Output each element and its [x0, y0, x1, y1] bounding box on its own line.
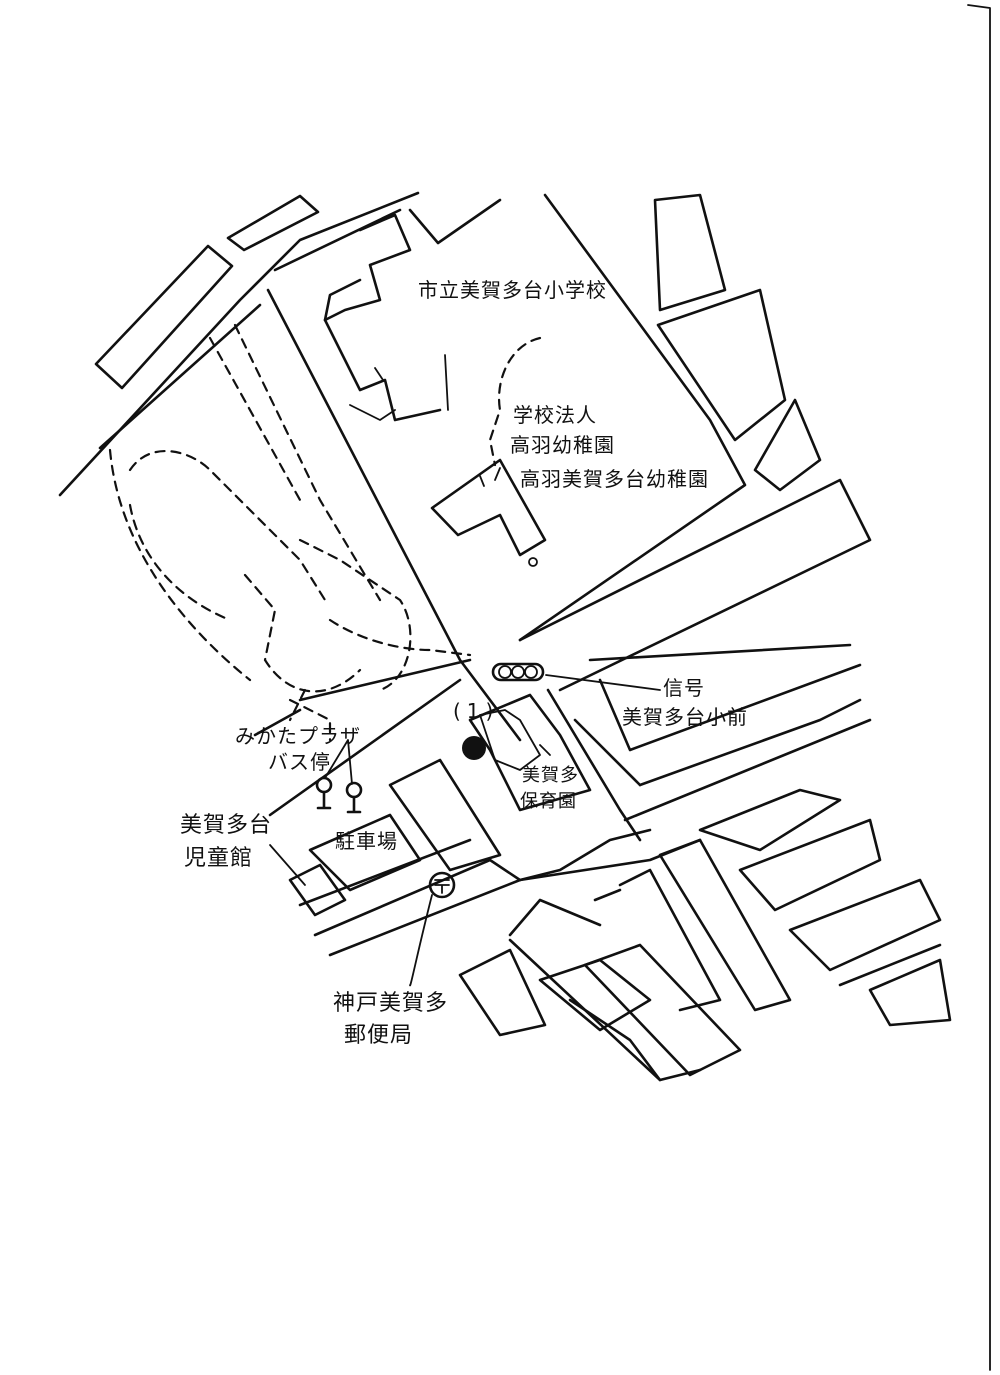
block-south-5 [568, 998, 662, 1082]
block-south-2 [458, 948, 547, 1037]
school-grounds-right [518, 193, 747, 642]
label-nursery-2: 保育園 [520, 791, 577, 812]
school-grounds-boundary [408, 198, 502, 245]
block-east-6 [868, 958, 952, 1027]
block-top-left-2 [94, 244, 234, 390]
label-bus-stop-2: バス停 [268, 750, 331, 774]
block-parking [308, 813, 422, 892]
label-children-hall-2: 児童館 [184, 846, 254, 871]
block-south-3 [538, 958, 652, 1032]
label-elementary-school: 市立美賀多台小学校 [418, 278, 607, 302]
label-bus-stop-1: みかたプラザ [235, 724, 361, 748]
label-signal-1: 信号 [663, 676, 705, 700]
block-east-8 [593, 888, 622, 902]
label-post-office-2: 郵便局 [344, 1023, 414, 1048]
filled-circle-icon [462, 736, 486, 760]
label-school-corp-2: 高羽幼稚園 [510, 433, 615, 457]
paper-edge [967, 4, 991, 1371]
bus-stop-icon [315, 739, 363, 814]
kindergarten-dashed-boundary [488, 336, 542, 467]
label-children-hall-1: 美賀多台 [180, 813, 273, 838]
label-nursery-1: 美賀多 [522, 765, 579, 786]
block-right-upper-1 [653, 193, 727, 312]
block-east-2 [698, 788, 842, 852]
block-south-1 [388, 758, 502, 872]
leader-kindergarten [494, 467, 501, 481]
label-parking: 駐車場 [335, 829, 398, 853]
block-east-3 [738, 818, 882, 912]
post-office-icon [409, 871, 456, 987]
east-road [518, 478, 872, 842]
block-right-upper-3 [753, 398, 822, 492]
leader-children-hall [269, 844, 306, 886]
block-south-4 [583, 943, 742, 1077]
block-children-hall [288, 863, 347, 917]
block-east-1 [658, 838, 792, 1012]
park-paths [108, 323, 472, 742]
label-post-office-1: 神戸美賀多 [333, 991, 449, 1016]
label-kindergarten: 高羽美賀多台幼稚園 [520, 467, 709, 491]
nursery-building [468, 693, 592, 812]
label-signal-2: 美賀多台小前 [622, 705, 748, 729]
block-right-upper-2 [656, 288, 787, 442]
block-top-left-1 [226, 194, 320, 252]
kindergarten-building [430, 458, 547, 567]
block-east-4 [788, 878, 942, 972]
elementary-school-building [323, 213, 449, 422]
label-school-corp-1: 学校法人 [513, 403, 597, 427]
label-marker-number: (1) [453, 699, 500, 723]
main-road [58, 191, 522, 817]
traffic-signal-icon [491, 662, 661, 691]
block-east-5 [838, 943, 942, 987]
block-east-7 [618, 868, 722, 1012]
